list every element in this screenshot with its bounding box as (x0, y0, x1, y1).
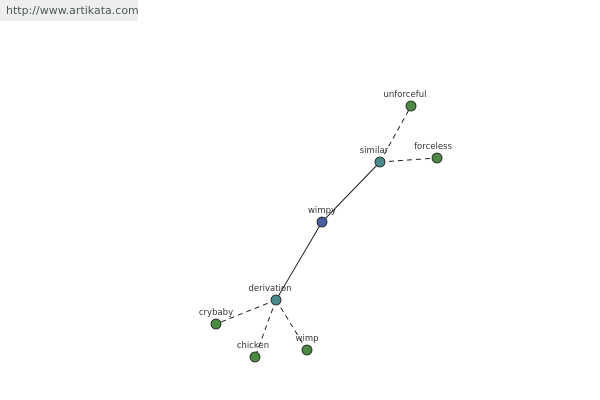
node-label-crybaby[interactable]: crybaby (199, 308, 233, 318)
node-chicken[interactable] (249, 351, 261, 363)
node-derivation[interactable] (270, 294, 282, 306)
node-label-chicken[interactable]: chicken (237, 341, 269, 351)
node-forceless[interactable] (431, 152, 443, 164)
node-label-wimp[interactable]: wimp (296, 334, 319, 344)
source-link-banner: http://www.artikata.com (0, 0, 139, 21)
edge-derivation-chicken (254, 299, 277, 358)
edges-layer (215, 105, 438, 358)
edge-derivation-crybaby (215, 299, 277, 325)
node-crybaby[interactable] (210, 318, 222, 330)
source-link[interactable]: http://www.artikata.com (6, 4, 139, 17)
node-label-wimpy[interactable]: wimpy (308, 206, 336, 216)
edge-similar-unforceful (379, 105, 412, 163)
node-unforceful[interactable] (405, 100, 417, 112)
edge-derivation-wimp (275, 299, 308, 351)
node-label-similar[interactable]: similar (360, 146, 389, 156)
edge-similar-forceless (379, 157, 438, 163)
edge-wimpy-similar (321, 161, 381, 223)
node-similar[interactable] (374, 156, 386, 168)
node-wimp[interactable] (301, 344, 313, 356)
nodes-layer (210, 100, 443, 363)
node-label-derivation[interactable]: derivation (248, 284, 291, 294)
labels-layer: wimpy similar derivation unforceful forceles… (199, 90, 453, 351)
edge-wimpy-derivation (275, 221, 323, 301)
node-wimpy[interactable] (316, 216, 328, 228)
node-label-forceless[interactable]: forceless (414, 142, 452, 152)
node-label-unforceful[interactable]: unforceful (384, 90, 427, 100)
